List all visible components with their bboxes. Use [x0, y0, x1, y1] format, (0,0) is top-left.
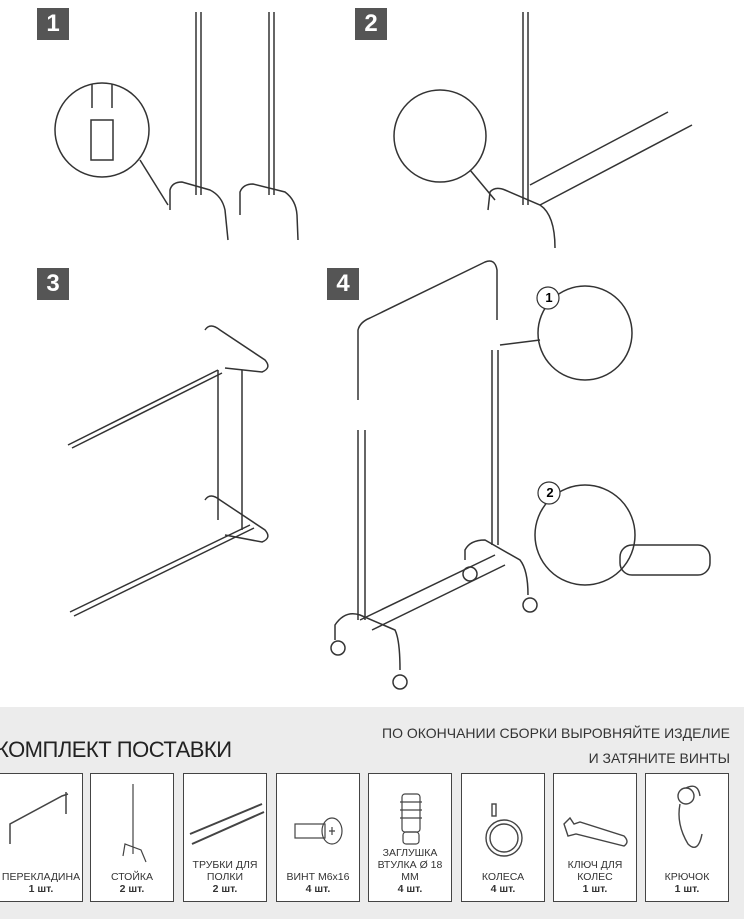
step-1-drawing — [54, 12, 299, 241]
step-1-badge: 1 — [37, 8, 69, 40]
assembly-illustrations — [54, 12, 711, 690]
item-qty: 4 шт. — [397, 883, 423, 895]
step-2-drawing — [393, 12, 693, 249]
kit-title: КОМПЛЕКТ ПОСТАВКИ — [0, 737, 232, 762]
item-qty: 4 шт. — [305, 883, 331, 895]
item-name: ТРУБКИ ДЛЯ ПОЛКИ — [192, 859, 258, 883]
tubes-icon — [189, 803, 265, 845]
crossbar-icon — [9, 792, 69, 844]
kit-contents-panel: КОМПЛЕКТ ПОСТАВКИ ПО ОКОНЧАНИИ СБОРКИ ВЫ… — [0, 707, 744, 919]
screw-icon — [294, 817, 343, 845]
hook-icon — [677, 785, 703, 848]
item-name: ЗАГЛУШКА ВТУЛКА Ø 18 ММ — [377, 847, 443, 883]
wheel-icon — [485, 803, 523, 857]
callout-markers — [536, 286, 561, 505]
item-qty: 1 шт. — [674, 883, 700, 895]
item-name: ПЕРЕКЛАДИНА — [1, 871, 81, 883]
item-qty: 4 шт. — [490, 883, 516, 895]
item-qty: 1 шт. — [582, 883, 608, 895]
item-name: КОЛЕСА — [481, 871, 525, 883]
note-line-1: ПО ОКОНЧАНИИ СБОРКИ ВЫРОВНЯЙТЕ ИЗДЕЛИЕ — [382, 725, 730, 741]
item-qty: 2 шт. — [212, 883, 238, 895]
note-line-2: И ЗАТЯНИТЕ ВИНТЫ — [588, 750, 730, 766]
item-qty: 1 шт. — [28, 883, 54, 895]
item-name: СТОЙКА — [110, 871, 153, 883]
item-name: ВИНТ М6x16 — [286, 871, 350, 883]
wrench-icon — [563, 816, 628, 847]
item-name: КРЮЧОК — [664, 871, 710, 883]
item-qty: 2 шт. — [119, 883, 145, 895]
step-4-badge: 4 — [327, 268, 359, 300]
post-icon — [122, 784, 147, 863]
item-name: КЛЮЧ ДЛЯ КОЛЕС — [567, 859, 623, 883]
step-3-drawing — [67, 325, 269, 617]
step-4-drawing — [330, 260, 711, 690]
assembly-note: ПО ОКОНЧАНИИ СБОРКИ ВЫРОВНЯЙТЕ ИЗДЕЛИЕ И… — [382, 721, 730, 771]
step-2-badge: 2 — [355, 8, 387, 40]
plug-icon — [400, 793, 422, 845]
callout-2-number: 2 — [546, 485, 554, 500]
callout-1-number: 1 — [545, 290, 553, 305]
step-3-badge: 3 — [37, 268, 69, 300]
